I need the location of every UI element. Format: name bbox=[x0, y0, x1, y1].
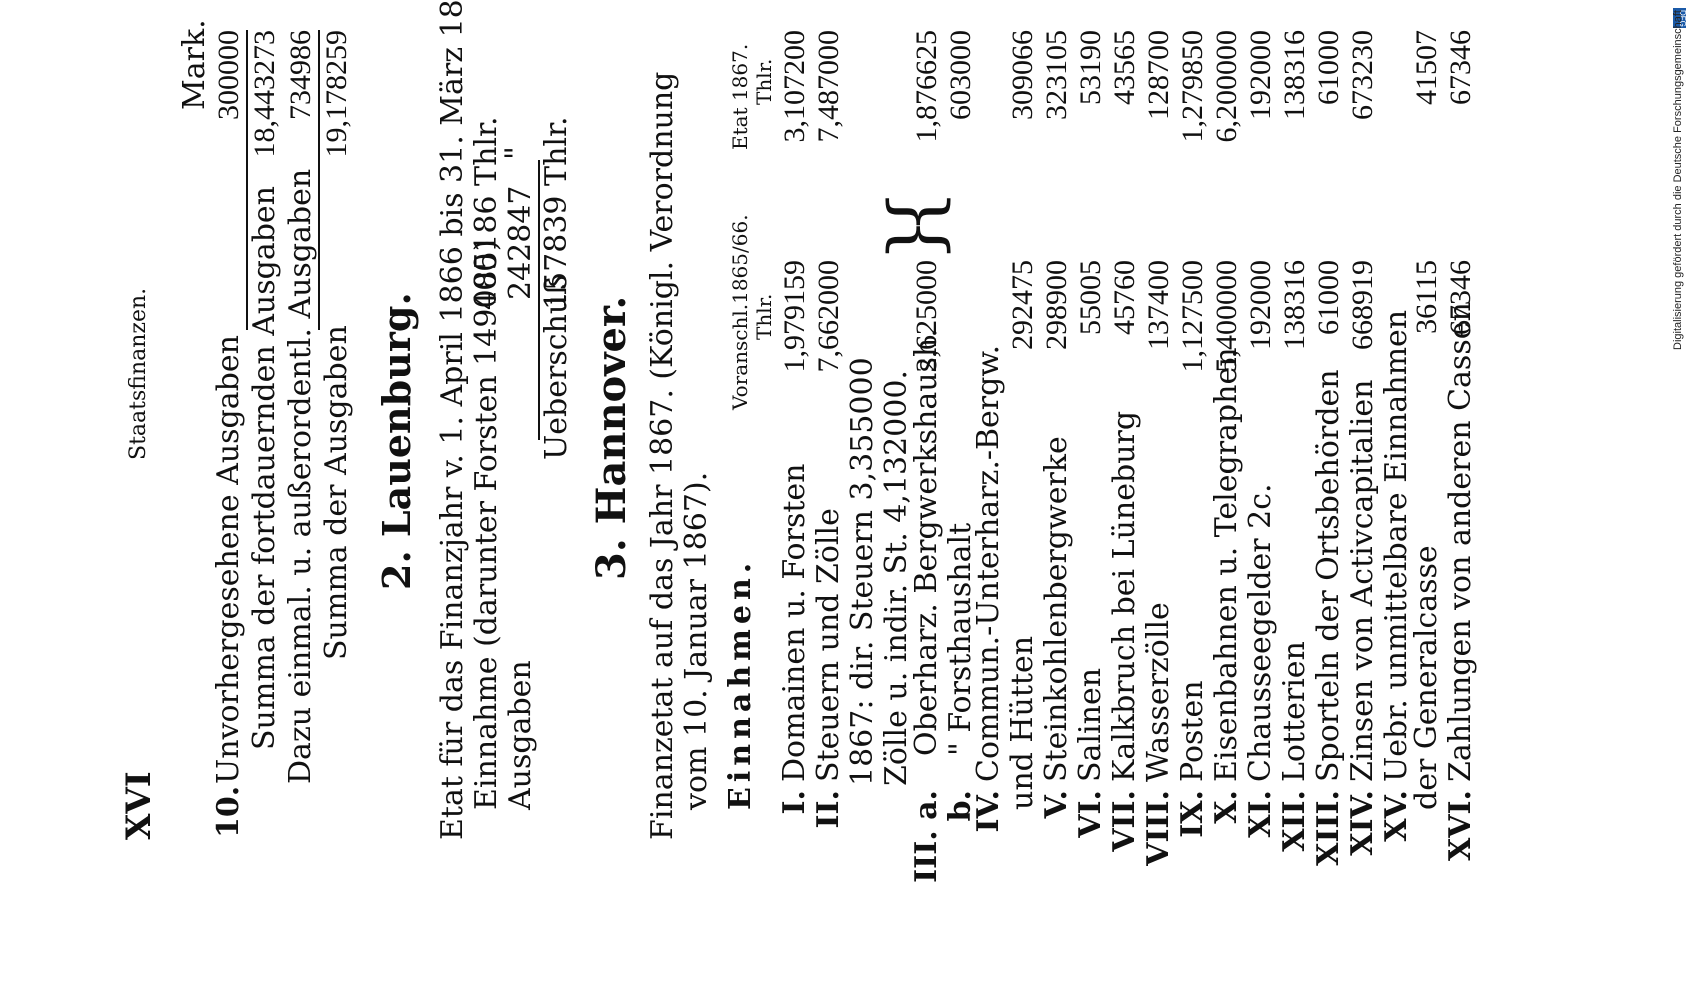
page-number: XVI bbox=[119, 771, 159, 840]
row-number: V. bbox=[1039, 790, 1074, 819]
lauenburg-title: 2. Lauenburg. bbox=[374, 292, 419, 590]
row-value-1865: 137400 bbox=[1142, 260, 1175, 350]
row-number: IX. bbox=[1175, 790, 1210, 838]
row-label: Sporteln der Ortsbehörden bbox=[1311, 369, 1346, 782]
sum-total-label: Summa der Ausgaben bbox=[319, 325, 354, 660]
row-value-1865: 138316 bbox=[1278, 260, 1311, 350]
row-label: Posten bbox=[1175, 680, 1210, 782]
einnahmen-heading: Einnahmen. bbox=[723, 557, 758, 810]
row-value-1867: 61000 bbox=[1312, 30, 1345, 105]
row-number: X. bbox=[1209, 790, 1244, 824]
digitization-credit: Digitalisierung gefördert durch die Deut… bbox=[1672, 10, 1684, 350]
extraordinary-label: Dazu einmal. u. außerordentl. Ausgaben bbox=[283, 168, 318, 784]
item-10-value: 300000 bbox=[212, 30, 245, 120]
row-value-1865: 7,662000 bbox=[812, 260, 845, 373]
row-value-1867: 673230 bbox=[1346, 30, 1379, 120]
lauenburg-surplus-value: 157839 Thlr. bbox=[539, 116, 574, 310]
row-number: XI. bbox=[1243, 790, 1278, 838]
row-value-1867: 128700 bbox=[1142, 30, 1175, 120]
row-value-1867: 41507 bbox=[1410, 30, 1443, 105]
hannover-title: 3. Hannover. bbox=[588, 295, 635, 580]
row-number: II. bbox=[811, 790, 846, 829]
row-number: I. bbox=[777, 790, 812, 815]
row-value-1867: 1,876625 bbox=[910, 30, 943, 143]
row-label: Lotterien bbox=[1277, 641, 1312, 782]
row-value-1867: 67346 bbox=[1444, 30, 1477, 105]
row-value-1865: 45760 bbox=[1108, 260, 1141, 335]
row-value-1867: 138316 bbox=[1278, 30, 1311, 120]
hannover-intro-1: Finanzetat auf das Jahr 1867. (Königl. V… bbox=[645, 71, 680, 840]
running-title: Staatsfinanzen. bbox=[126, 287, 151, 460]
row-value-1865: 192000 bbox=[1244, 260, 1277, 350]
row-label: Domainen u. Forsten bbox=[777, 463, 812, 782]
row-label: Commun.-Unterharz.-Bergw. bbox=[971, 344, 1006, 782]
item-10-number: 10. bbox=[211, 785, 246, 838]
row-value-1867: 43565 bbox=[1108, 30, 1141, 105]
row-value-1867: 6,200000 bbox=[1210, 30, 1243, 143]
lauenburg-line1: Etat für das Finanzjahr v. 1. April 1866… bbox=[435, 0, 470, 840]
row-value-1865: 36115 bbox=[1410, 260, 1443, 334]
row-value-1867: 3,107200 bbox=[778, 30, 811, 143]
row-number: VII. bbox=[1107, 790, 1142, 852]
row-value-1867: 53190 bbox=[1074, 30, 1107, 105]
row-value-1865: 5,400000 bbox=[1210, 260, 1243, 373]
row-value-1865: 61000 bbox=[1312, 260, 1345, 335]
row-value-1867: 1,279850 bbox=[1176, 30, 1209, 143]
row-number: IV. bbox=[971, 790, 1006, 833]
row-value-1867: 7,487000 bbox=[812, 30, 845, 143]
row-label: der Generalcasse bbox=[1409, 545, 1444, 810]
extraordinary-value: 734986 bbox=[284, 30, 317, 120]
row-value-1865: 1,979159 bbox=[778, 260, 811, 373]
lauenburg-expense-value: 242847 bbox=[503, 185, 538, 300]
row-label: Steinkohlenbergwerke bbox=[1039, 436, 1074, 782]
sum-continuing-value: 18,443273 bbox=[248, 30, 281, 158]
row-number: XII. bbox=[1277, 790, 1312, 852]
row-label: Steuern und Zölle bbox=[811, 508, 846, 782]
dfg-logo: DFG bbox=[1673, 8, 1686, 28]
row-value-1865: 1,127500 bbox=[1176, 260, 1209, 373]
row-number: VIII. bbox=[1141, 790, 1176, 866]
lauenburg-expense-label: Ausgaben bbox=[503, 660, 538, 810]
sum-total-value: 19,178259 bbox=[320, 30, 353, 158]
row-value-1865: 2,625000 bbox=[910, 260, 943, 373]
row-label: Chausseegelder 2c. bbox=[1243, 483, 1278, 782]
ditto-mark: " bbox=[499, 146, 534, 160]
row-value-1867: 192000 bbox=[1244, 30, 1277, 120]
item-10-label: Unvorhergesehene Ausgaben bbox=[211, 335, 246, 784]
row-value-1865: 292475 bbox=[1006, 260, 1039, 350]
row-label: Kalkbruch bei Lüneburg bbox=[1107, 410, 1142, 782]
row-value-1867: 603000 bbox=[944, 30, 977, 120]
brace-right: { bbox=[874, 189, 956, 234]
lauenburg-income-label: Einnahme (darunter Forsten 149085) bbox=[469, 239, 504, 810]
row-value-1865: 55005 bbox=[1074, 260, 1107, 335]
row-label: und Hütten bbox=[1005, 635, 1040, 810]
row-label: Salinen bbox=[1073, 667, 1108, 782]
row-label: 1867: dir. Steuern 3,355000 bbox=[845, 357, 880, 786]
row-number: VI. bbox=[1073, 790, 1108, 838]
col-head-1867: Etat 1867. bbox=[728, 43, 752, 150]
row-value-1865: 67346 bbox=[1444, 260, 1477, 335]
row-value-1867: 309066 bbox=[1006, 30, 1039, 120]
col-head-1865: Voranschl.1865/66. bbox=[728, 214, 752, 410]
hannover-intro-2: vom 10. Januar 1867). bbox=[679, 471, 714, 810]
row-label: Wasserzölle bbox=[1141, 602, 1176, 782]
row-value-1865: 668919 bbox=[1346, 260, 1379, 350]
unit-mark: Mark. bbox=[177, 19, 212, 110]
row-number: III. a. bbox=[909, 790, 944, 883]
sum-continuing-label: Summa der fortdauernden Ausgaben bbox=[247, 186, 282, 750]
row-number: XVI. bbox=[1443, 790, 1478, 862]
col-unit-1867: Thlr. bbox=[752, 58, 776, 105]
row-value-1867: 323105 bbox=[1040, 30, 1073, 120]
row-number: XIII. bbox=[1311, 790, 1346, 866]
row-number: XIV. bbox=[1345, 790, 1380, 856]
row-value-1865: 298900 bbox=[1040, 260, 1073, 350]
row-label: Zinsen von Activcapitalien bbox=[1345, 379, 1380, 782]
col-unit-1865: Thlr. bbox=[752, 293, 776, 340]
